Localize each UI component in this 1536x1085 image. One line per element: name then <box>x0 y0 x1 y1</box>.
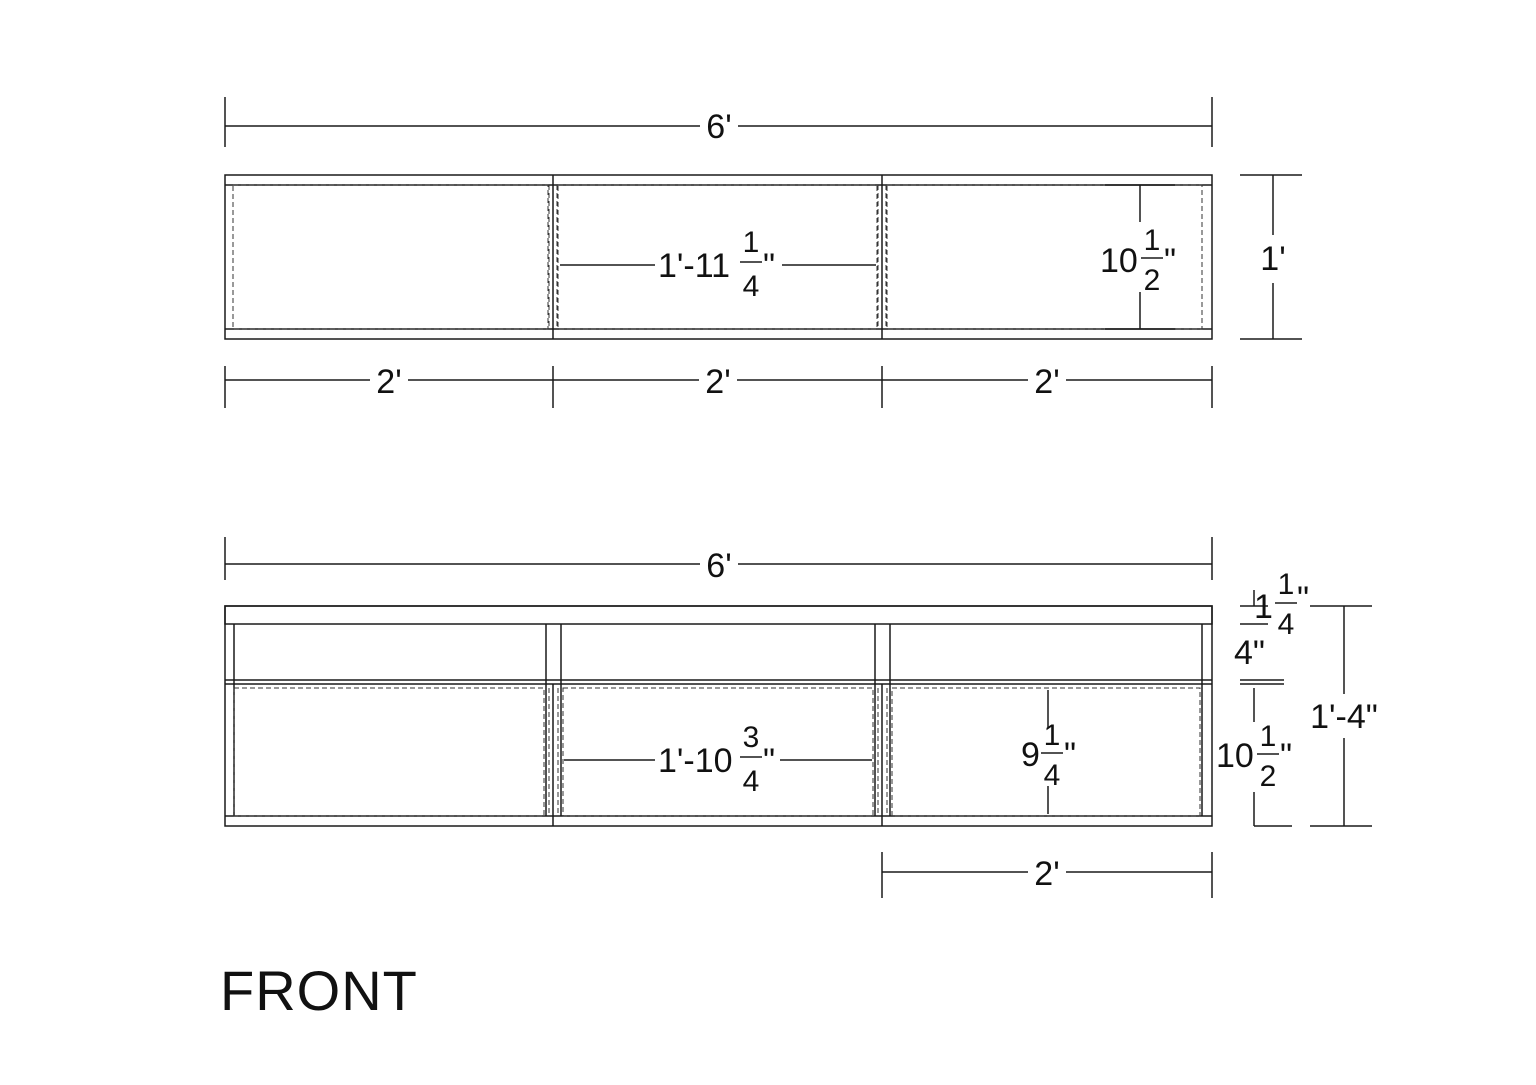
front-inner-width-unit: " <box>763 742 775 780</box>
plan-view: 6' 1'-11 1 4 " 10 <box>224 97 1302 408</box>
front-view: 6' 1'-10 3 4 <box>224 537 1378 898</box>
plan-inner-width-unit: " <box>763 247 775 285</box>
plan-module-width-dimensions: 2' 2' 2' <box>224 363 1213 408</box>
front-lower-height-unit: " <box>1280 737 1292 775</box>
plan-module-width-label-3: 2' <box>1034 363 1059 401</box>
front-inner-width-num: 3 <box>743 721 760 754</box>
front-top-thickness-unit: " <box>1297 580 1309 618</box>
front-lower-height-num: 1 <box>1260 720 1277 753</box>
plan-inner-depth-dimension: 10 1 2 " <box>1100 184 1176 330</box>
front-top-board <box>224 605 1213 625</box>
plan-inner-depth-den: 2 <box>1144 264 1161 297</box>
front-top-thickness-whole: 1 <box>1254 588 1273 626</box>
front-top-thickness-den: 4 <box>1278 608 1295 641</box>
front-overall-width-label: 6' <box>706 547 731 585</box>
front-right-stacked-dimensions: 1 1 4 " 4" 10 1 2 " <box>1216 568 1309 827</box>
plan-hidden-cell-3 <box>886 184 1203 330</box>
front-hidden-cell-2 <box>562 687 874 817</box>
plan-overall-width-dimension: 6' <box>224 97 1213 147</box>
front-inner-width-den: 4 <box>743 765 760 798</box>
front-lower-height-den: 2 <box>1260 760 1277 793</box>
front-overall-height-dimension: 1'-4" <box>1310 605 1378 827</box>
front-inner-height-den: 4 <box>1044 759 1061 792</box>
plan-hidden-cell-1 <box>232 184 549 330</box>
plan-inner-depth-num: 1 <box>1144 224 1161 257</box>
front-outer-frame <box>224 605 1213 827</box>
front-overall-width-dimension: 6' <box>224 537 1213 585</box>
view-title: FRONT <box>220 959 418 1022</box>
front-inner-width-whole: 1'-10 <box>658 742 733 780</box>
front-lower-height-whole: 10 <box>1216 737 1254 775</box>
plan-inner-width-den: 4 <box>743 270 760 303</box>
plan-module-width-label-2: 2' <box>705 363 730 401</box>
plan-inner-width-dimension: 1'-11 1 4 " <box>560 226 876 303</box>
front-inner-height-whole: 9 <box>1021 736 1040 774</box>
front-inner-height-unit: " <box>1064 736 1076 774</box>
front-module-width-label: 2' <box>1034 855 1059 893</box>
front-hidden-cell-3 <box>891 687 1201 817</box>
front-inner-width-dimension: 1'-10 3 4 " <box>564 721 872 798</box>
plan-depth-dimension: 1' <box>1240 174 1302 340</box>
plan-module-width-label-1: 2' <box>376 363 401 401</box>
plan-inner-depth-whole: 10 <box>1100 242 1138 280</box>
plan-outer-frame <box>224 174 1213 340</box>
plan-inner-width-num: 1 <box>743 226 760 259</box>
plan-overall-width-label: 6' <box>706 108 731 146</box>
plan-inner-width-whole: 1'-11 <box>658 247 730 285</box>
plan-depth-label: 1' <box>1260 240 1285 278</box>
plan-inner-depth-unit: " <box>1164 242 1176 280</box>
front-overall-height-label: 1'-4" <box>1310 698 1378 736</box>
front-hidden-cell-1 <box>233 687 545 817</box>
front-inner-height-dimension: 9 1 4 " <box>1021 690 1076 814</box>
front-inner-height-num: 1 <box>1044 719 1061 752</box>
front-top-thickness-num: 1 <box>1278 568 1295 601</box>
front-module-width-dimension: 2' <box>881 852 1213 898</box>
front-upper-gap-label: 4" <box>1234 634 1265 672</box>
